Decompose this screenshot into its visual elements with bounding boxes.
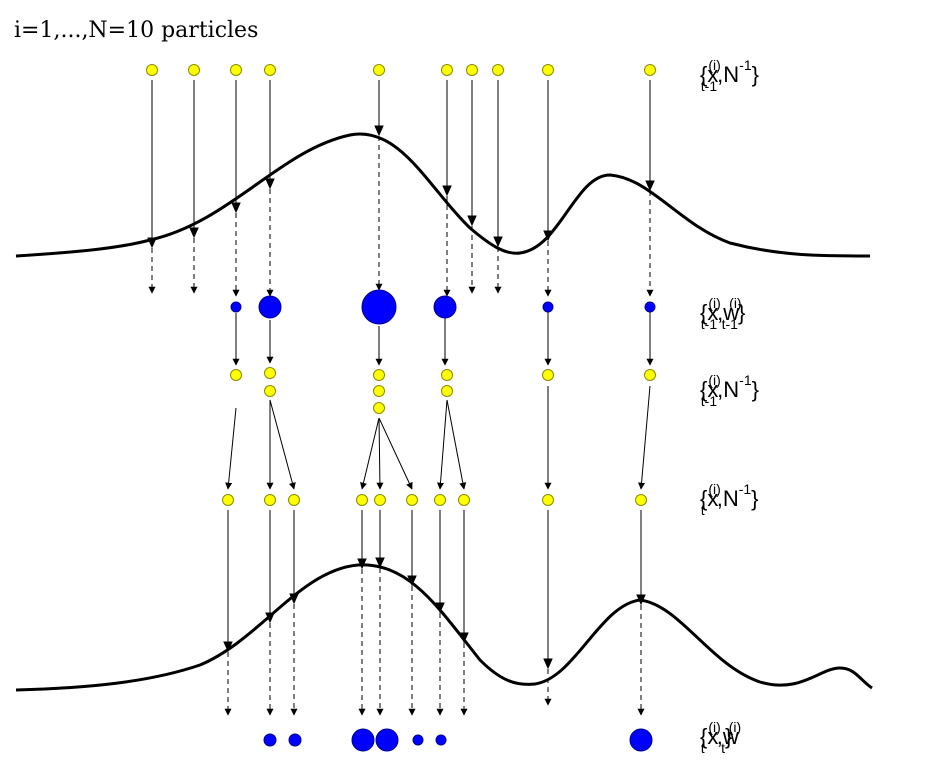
arrowhead: [407, 575, 417, 587]
particle-prior: [466, 64, 478, 76]
label-row2: {x(i)t-1,w(i)t-1}: [700, 295, 745, 332]
weighted-particle-posterior: [263, 733, 277, 747]
particle-prior: [373, 64, 385, 76]
arrowhead: [289, 593, 299, 605]
arrowhead: [357, 558, 367, 570]
arrowhead: [374, 125, 384, 137]
particle-resampled: [644, 369, 656, 381]
arrowhead: [459, 632, 469, 644]
particle-resampled: [373, 369, 385, 381]
particle-resampled: [264, 385, 276, 397]
weighted-particle-posterior: [629, 728, 653, 752]
arrowhead: [265, 178, 275, 190]
label-row1: {x(i)t-1,N-1}: [700, 57, 759, 94]
move-arrow: [269, 399, 296, 490]
arrowhead: [375, 557, 385, 569]
particle-prior: [542, 64, 554, 76]
arrowhead: [435, 602, 445, 614]
move-arrow: [437, 399, 448, 490]
particle-predicted: [356, 494, 368, 506]
arrowhead: [543, 658, 553, 670]
particle-resampled: [230, 369, 242, 381]
resampling-arrows: [225, 312, 654, 490]
particle-predicted: [374, 494, 386, 506]
arrowhead: [231, 202, 241, 214]
weighted-particle-posterior: [435, 734, 447, 746]
arrowhead: [467, 215, 477, 227]
particle-resampled: [542, 369, 554, 381]
weighted-particle-posterior: [288, 733, 302, 747]
arrowhead: [265, 612, 275, 624]
move-arrow: [446, 399, 467, 490]
particle-predicted: [542, 494, 554, 506]
particle-prior: [146, 64, 158, 76]
particle-predicted: [288, 494, 300, 506]
arrowhead: [493, 236, 503, 248]
weighted-particle-prior: [258, 295, 282, 319]
particle-predicted: [264, 494, 276, 506]
arrowhead: [147, 237, 157, 249]
particle-prior: [264, 64, 276, 76]
particle-prior: [188, 64, 200, 76]
arrowhead: [223, 641, 233, 653]
particle-prior: [230, 64, 242, 76]
move-arrow: [378, 417, 413, 490]
particle-predicted: [434, 494, 446, 506]
likelihood-curve-bottom: [15, 563, 873, 692]
likelihood-curve-top: [15, 132, 871, 258]
arrowhead: [636, 594, 646, 606]
move-arrow: [225, 407, 237, 490]
row4-to-weights-arrows: [223, 510, 646, 716]
particles-layer: [146, 64, 656, 752]
weighted-particle-prior: [230, 301, 242, 313]
weighted-particle-posterior: [375, 728, 399, 752]
weighted-particle-prior: [361, 289, 397, 325]
particle-resampled: [441, 369, 453, 381]
particle-predicted: [458, 494, 470, 506]
particle-resampled: [264, 367, 276, 379]
arrowhead: [189, 227, 199, 239]
caption: i=1,...,N=10 particles: [14, 18, 258, 43]
label-row3: {x(i)t-1,N-1}: [700, 372, 759, 409]
label-row4: {x(i)t,N-1}: [700, 481, 759, 518]
particle-resampled: [373, 402, 385, 414]
particle-prior: [441, 64, 453, 76]
arrowhead: [543, 230, 553, 242]
particle-prior: [644, 64, 656, 76]
particle-predicted: [222, 494, 234, 506]
weighted-particle-prior: [433, 295, 457, 319]
move-arrow: [638, 385, 651, 490]
weighted-particle-prior: [644, 301, 656, 313]
particle-predicted: [635, 494, 647, 506]
arrowhead: [645, 180, 655, 192]
move-arrow: [376, 417, 384, 490]
move-arrow: [360, 417, 380, 490]
particle-resampled: [441, 385, 453, 397]
arrowhead: [442, 185, 452, 197]
weighted-particle-prior: [542, 301, 554, 313]
particle-prior: [492, 64, 504, 76]
particle-resampled: [373, 385, 385, 397]
weighted-particle-posterior: [351, 728, 375, 752]
row1-to-weights-arrows: [147, 80, 655, 297]
weighted-particle-posterior: [412, 734, 424, 746]
label-row5: {x(i)t,w(i)t}: [700, 719, 741, 756]
particle-predicted: [406, 494, 418, 506]
